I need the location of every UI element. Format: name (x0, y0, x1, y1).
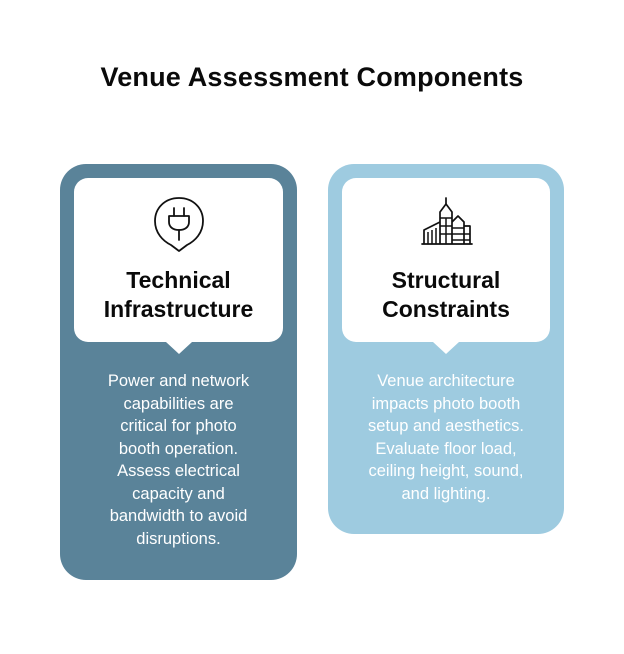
description-line: ceiling height, sound, (368, 462, 524, 480)
description-line: capabilities are (123, 394, 234, 413)
description-line: disruptions. (136, 529, 221, 548)
heading-line: Structural (391, 267, 501, 293)
description-line: Venue architecture (377, 372, 515, 390)
technical-infrastructure-heading: Technical Infrastructure (74, 266, 283, 324)
description-line: setup and aesthetics. (368, 417, 524, 435)
power-plug-pin-icon (153, 197, 204, 252)
structural-constraints-heading: Structural Constraints (342, 266, 550, 324)
description-line: booth operation. (118, 439, 239, 458)
structural-constraints-description: Venue architecture impacts photo booth s… (338, 370, 554, 505)
heading-line: Constraints (382, 296, 510, 322)
description-line: bandwidth to avoid (109, 507, 248, 525)
technical-infrastructure-label-box: Technical Infrastructure (74, 178, 283, 354)
description-line: Evaluate floor load, (375, 439, 517, 458)
description-line: and lighting. (401, 484, 491, 503)
description-line: Assess electrical (117, 462, 240, 480)
structural-constraints-label-box: Structural Constraints (342, 178, 550, 354)
description-line: capacity and (132, 484, 225, 503)
structural-constraints-card: Structural Constraints Venue architectur… (328, 164, 564, 534)
technical-infrastructure-card: Technical Infrastructure Power and netwo… (60, 164, 297, 580)
description-line: Power and network (107, 372, 250, 390)
heading-line: Infrastructure (103, 296, 254, 322)
description-line: critical for photo (120, 417, 237, 435)
description-line: impacts photo booth (371, 394, 521, 413)
buildings-icon (421, 197, 473, 245)
heading-line: Technical (126, 267, 231, 293)
technical-infrastructure-description: Power and network capabilities are criti… (70, 370, 287, 550)
page-title: Venue Assessment Components (100, 62, 524, 92)
